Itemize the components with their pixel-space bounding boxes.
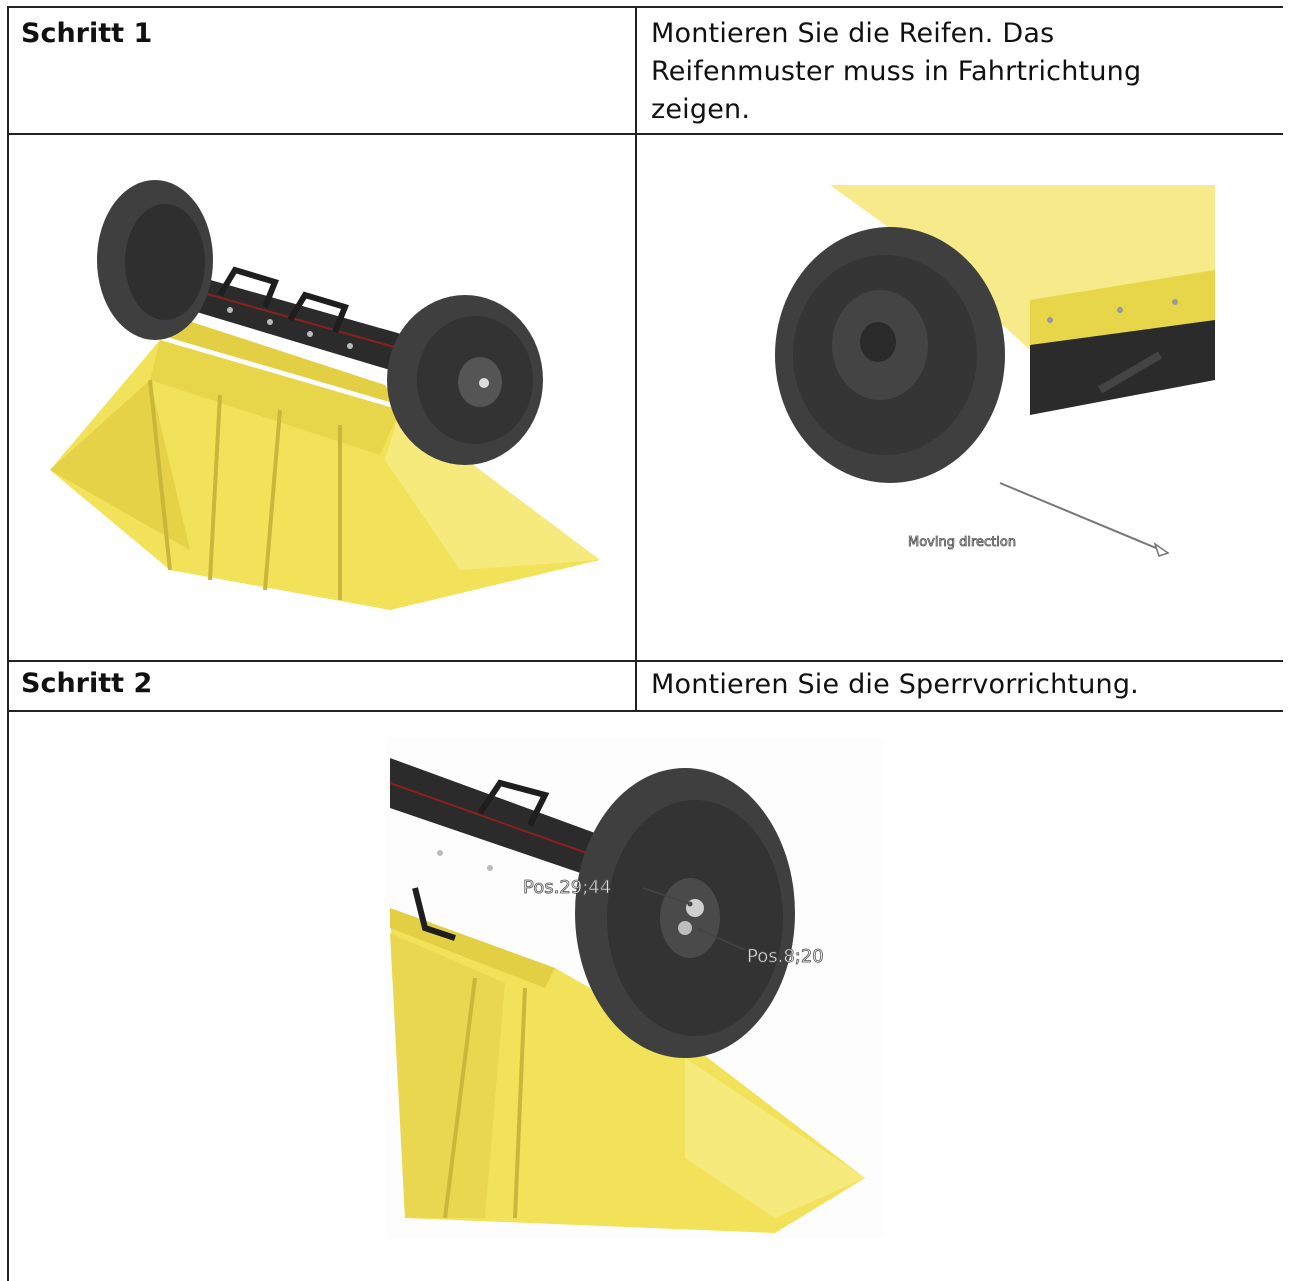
table-column-divider: [635, 6, 637, 712]
lock-assembly-illustration: Pos.29;44 Pos.8;20: [385, 738, 885, 1238]
callout-pos-8-20: Pos.8;20: [747, 946, 824, 967]
table-row-divider: [7, 710, 1283, 712]
table-row-divider: [7, 660, 1283, 662]
table-row-divider: [7, 133, 1283, 135]
moving-direction-label: Moving direction: [908, 535, 1016, 550]
table-border-left: [7, 6, 9, 1281]
instruction-table: Schritt 1 Montieren Sie die Reifen. Das …: [7, 6, 1283, 1281]
step-2-heading: Schritt 2: [21, 668, 153, 699]
axle-assembly-illustration: [50, 180, 600, 610]
step-1-description: Montieren Sie die Reifen. Das Reifenmust…: [651, 18, 1142, 125]
step-1-heading: Schritt 1: [21, 18, 153, 49]
table-border-top: [7, 6, 1283, 8]
step-2-description: Montieren Sie die Sperrvorrichtung.: [651, 669, 1139, 700]
callout-pos-29-44: Pos.29;44: [523, 877, 611, 898]
tire-direction-illustration: Moving direction: [775, 185, 1215, 557]
